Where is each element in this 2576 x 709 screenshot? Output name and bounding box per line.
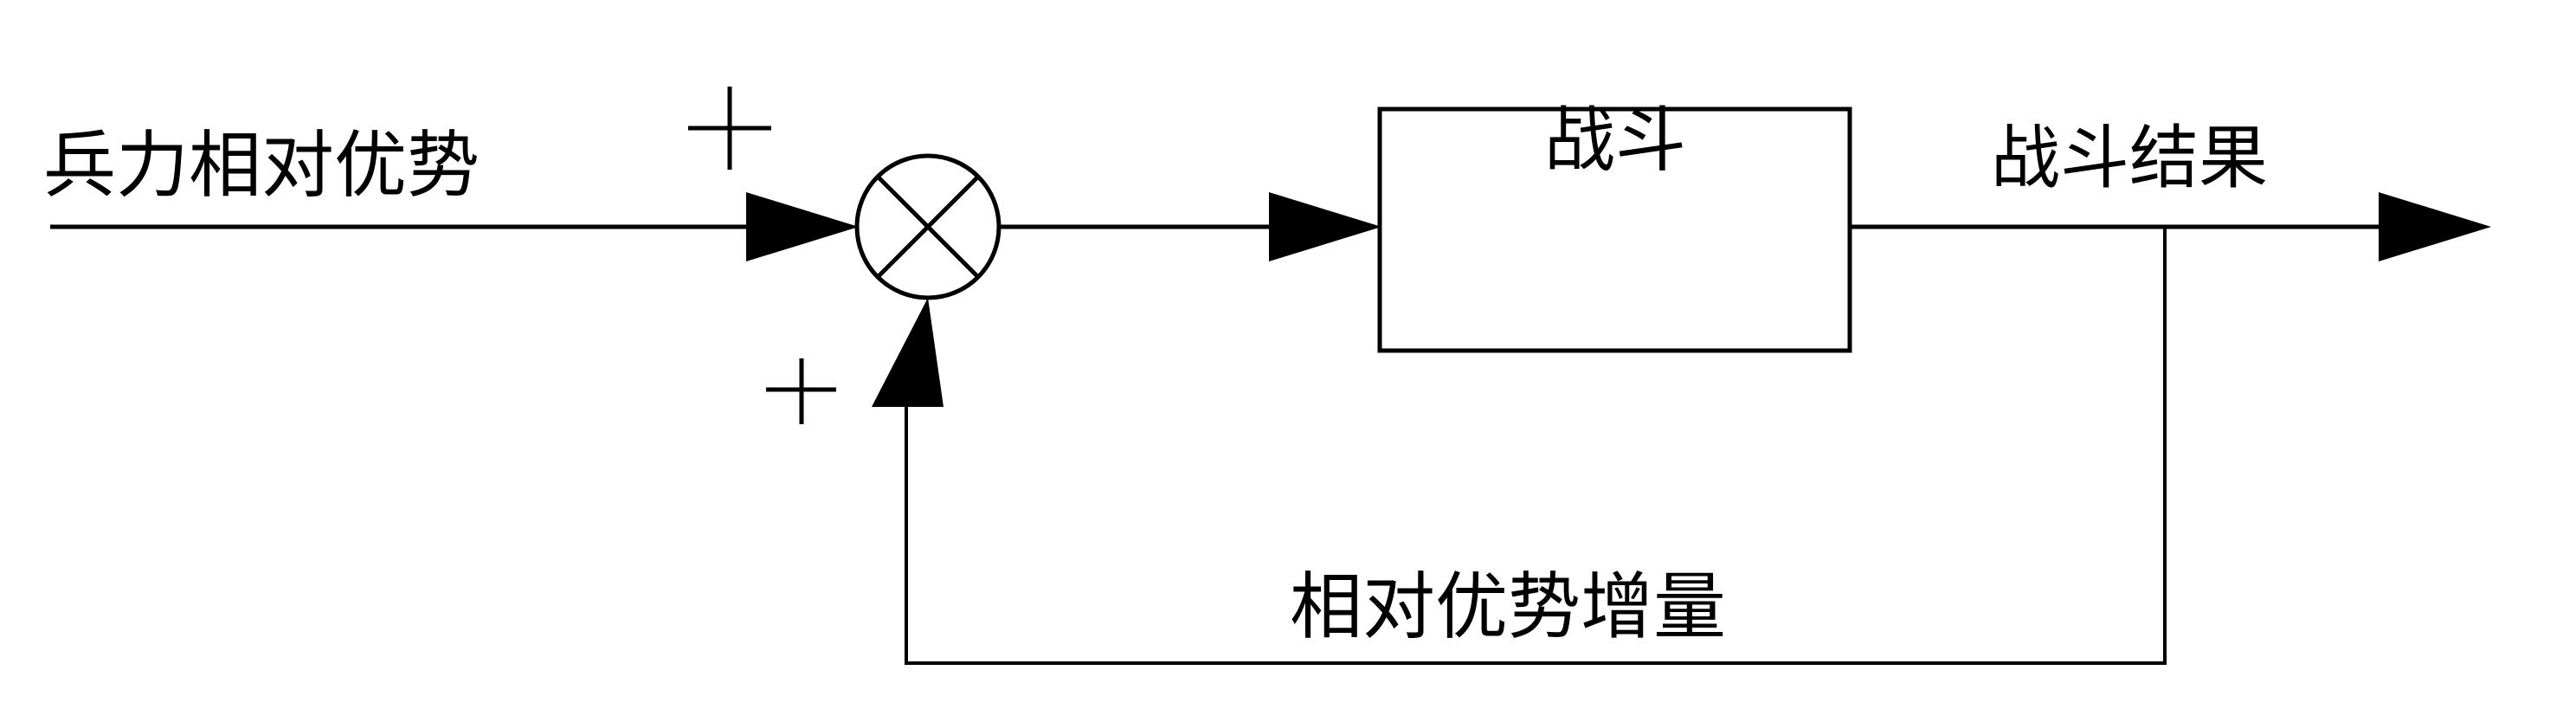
input-signal-label: 兵力相对优势 (43, 123, 480, 208)
summing-junction-cross-stroke-b (876, 175, 980, 279)
battle-process-block[interactable] (1377, 106, 1852, 353)
feedback-edge-arrowhead-icon (872, 298, 943, 407)
plus-sign-bottom-icon (766, 358, 836, 424)
output-edge (1850, 192, 2491, 261)
feedback-edge (872, 227, 2167, 665)
plus-sign-top-icon (688, 87, 771, 170)
process-block-label: 战斗 (1544, 100, 1686, 182)
input-edge (50, 192, 859, 261)
forward-edge-arrowhead-icon (1269, 192, 1381, 261)
output-edge-arrowhead-icon (2379, 192, 2491, 261)
summing-junction (854, 153, 1001, 300)
input-edge-arrowhead-icon (746, 192, 859, 261)
forward-edge (999, 192, 1381, 261)
feedback-signal-label: 相对优势增量 (1290, 564, 1726, 649)
output-signal-label: 战斗结果 (1991, 118, 2268, 198)
